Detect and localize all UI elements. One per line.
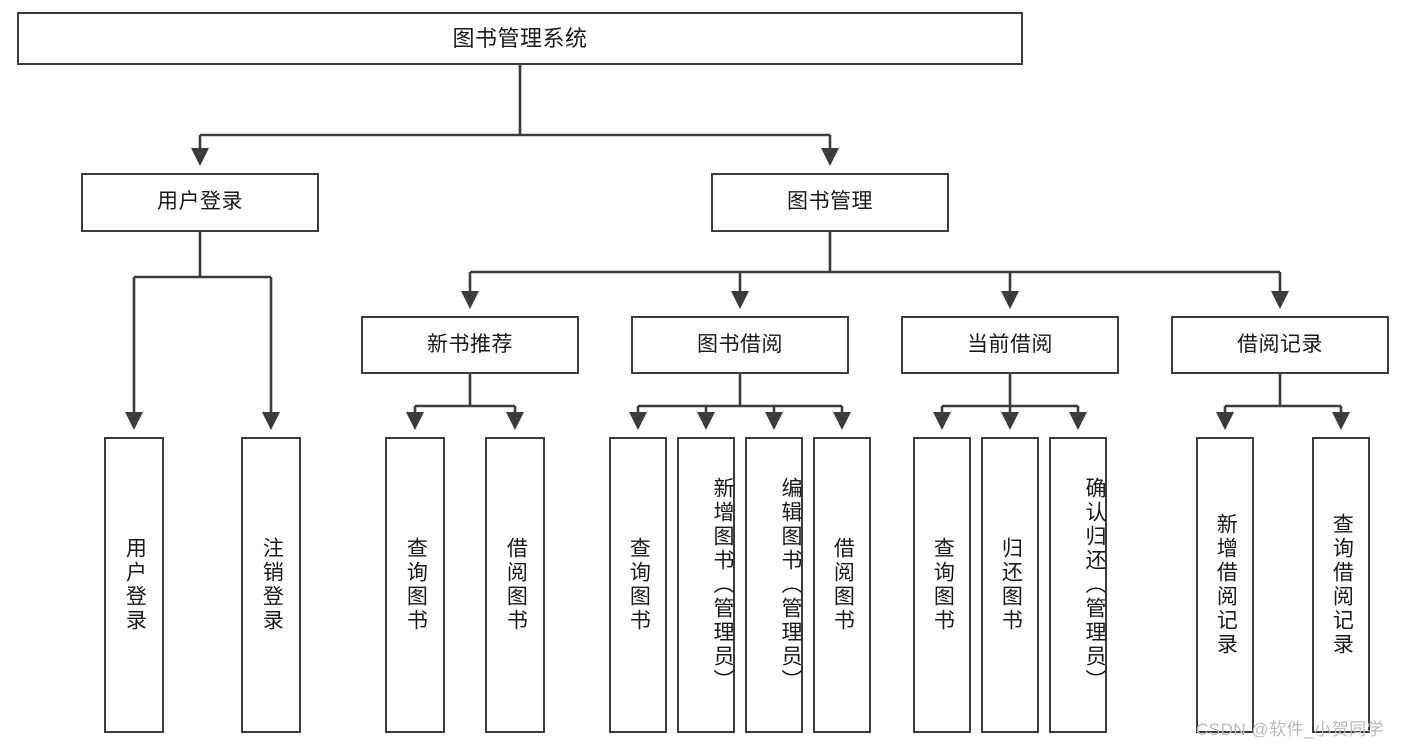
node-leaf-add-record-label: 新增借阅记录 bbox=[1214, 513, 1238, 657]
node-leaf-confirm-return-label: 确认归还（管理员） bbox=[1083, 477, 1106, 693]
node-new-book-rec-label: 新书推荐 bbox=[427, 332, 513, 356]
node-book-manage[interactable]: 图书管理 bbox=[711, 173, 949, 232]
node-leaf-query-book-bb[interactable]: 查询图书 bbox=[609, 437, 667, 733]
node-book-borrow-label: 图书借阅 bbox=[697, 332, 783, 356]
node-root-label: 图书管理系统 bbox=[452, 25, 588, 51]
node-leaf-query-record-label: 查询借阅记录 bbox=[1330, 513, 1354, 657]
node-leaf-confirm-return[interactable]: 确认归还（管理员） bbox=[1049, 437, 1107, 733]
node-borrow-record[interactable]: 借阅记录 bbox=[1171, 316, 1389, 374]
node-leaf-add-book-label: 新增图书（管理员） bbox=[711, 477, 734, 693]
node-leaf-borrow-book-bb-label: 借阅图书 bbox=[831, 537, 855, 633]
node-leaf-query-record[interactable]: 查询借阅记录 bbox=[1312, 437, 1370, 733]
csdn-watermark: CSDN @软件_小贺同学 bbox=[1196, 720, 1385, 739]
node-leaf-user-login[interactable]: 用户登录 bbox=[104, 437, 164, 733]
node-leaf-query-book-cb[interactable]: 查询图书 bbox=[913, 437, 971, 733]
node-user-login[interactable]: 用户登录 bbox=[81, 173, 319, 232]
node-leaf-borrow-book-rec[interactable]: 借阅图书 bbox=[485, 437, 545, 733]
node-leaf-logout[interactable]: 注销登录 bbox=[241, 437, 301, 733]
node-leaf-return-book[interactable]: 归还图书 bbox=[981, 437, 1039, 733]
node-leaf-user-login-label: 用户登录 bbox=[123, 537, 147, 633]
node-leaf-edit-book[interactable]: 编辑图书（管理员） bbox=[745, 437, 803, 733]
node-leaf-borrow-book-rec-label: 借阅图书 bbox=[504, 537, 528, 633]
node-leaf-query-book-rec[interactable]: 查询图书 bbox=[385, 437, 445, 733]
node-leaf-return-book-label: 归还图书 bbox=[999, 537, 1023, 633]
node-leaf-query-book-cb-label: 查询图书 bbox=[931, 537, 955, 633]
node-book-borrow[interactable]: 图书借阅 bbox=[631, 316, 849, 374]
node-leaf-query-book-rec-label: 查询图书 bbox=[404, 537, 428, 633]
node-root[interactable]: 图书管理系统 bbox=[17, 12, 1023, 65]
node-current-borrow-label: 当前借阅 bbox=[967, 332, 1053, 356]
node-leaf-logout-label: 注销登录 bbox=[260, 537, 284, 633]
node-new-book-rec[interactable]: 新书推荐 bbox=[361, 316, 579, 374]
node-leaf-query-book-bb-label: 查询图书 bbox=[627, 537, 651, 633]
node-leaf-borrow-book-bb[interactable]: 借阅图书 bbox=[813, 437, 871, 733]
node-book-manage-label: 图书管理 bbox=[787, 190, 873, 214]
node-current-borrow[interactable]: 当前借阅 bbox=[901, 316, 1119, 374]
node-leaf-add-book[interactable]: 新增图书（管理员） bbox=[677, 437, 735, 733]
node-borrow-record-label: 借阅记录 bbox=[1237, 332, 1323, 356]
node-user-login-label: 用户登录 bbox=[157, 190, 243, 214]
node-leaf-edit-book-label: 编辑图书（管理员） bbox=[779, 477, 802, 693]
node-leaf-add-record[interactable]: 新增借阅记录 bbox=[1196, 437, 1254, 733]
